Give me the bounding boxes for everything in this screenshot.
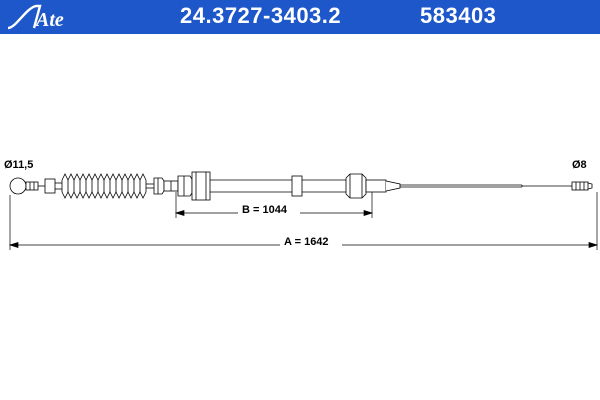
ball-end-left	[9, 177, 27, 195]
dimension-b-label-bg	[238, 201, 300, 217]
diameter-label-left: Ø11,5	[4, 159, 33, 171]
dimension-a-label: A = 1642	[284, 236, 329, 248]
cable-assembly	[9, 171, 593, 201]
sheath-clip	[291, 175, 303, 197]
ate-logo: Ate	[7, 4, 64, 31]
diameter-label-right: Ø8	[572, 159, 587, 171]
cable-drawing: Ø11,5 Ø8 B = 1044 A = 1642	[4, 159, 599, 250]
brand-wordmark: Ate	[34, 9, 64, 31]
end-fitting-right	[571, 181, 593, 191]
abutment-fitting	[345, 173, 401, 199]
ferrule-left	[25, 181, 39, 191]
end-fitting-left	[44, 178, 56, 194]
dimension-b-label: B = 1044	[242, 204, 288, 216]
dimension-a-label-bg	[280, 233, 342, 249]
adjuster-housing	[153, 171, 211, 201]
reference-number: 583403	[420, 3, 497, 28]
bellows-boot	[61, 173, 147, 199]
part-number: 24.3727-3403.2	[180, 3, 342, 28]
header-bar: Ate 24.3727-3403.2 583403	[0, 0, 600, 34]
